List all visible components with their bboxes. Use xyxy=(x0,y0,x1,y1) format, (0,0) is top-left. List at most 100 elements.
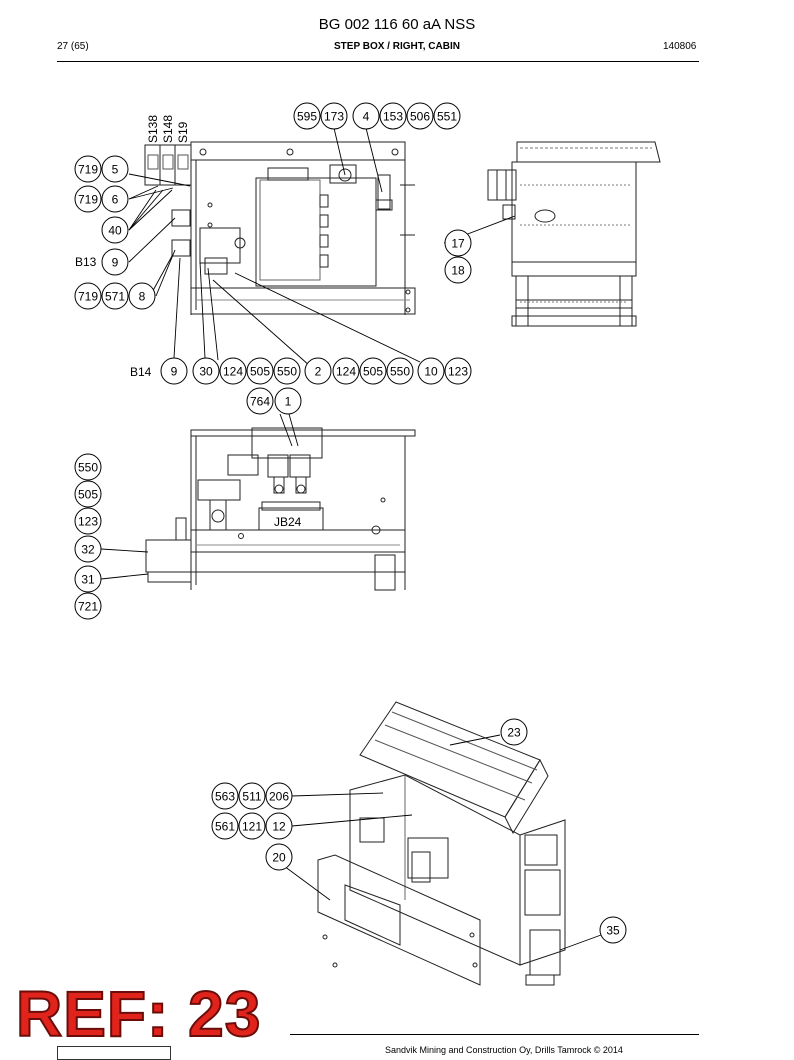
callout-balloon-30 xyxy=(192,357,220,385)
callout-balloon-550a xyxy=(273,357,301,385)
callout-balloon-206 xyxy=(265,782,293,810)
callout-number-9a: 9 xyxy=(112,256,119,270)
callout-number-719b: 719 xyxy=(78,193,98,207)
label-b13: B13 xyxy=(75,255,97,269)
callout-number-35: 35 xyxy=(606,924,620,938)
page-title: STEP BOX / RIGHT, CABIN xyxy=(334,41,460,52)
callout-number-30: 30 xyxy=(199,365,213,379)
callout-number-550c: 550 xyxy=(78,461,98,475)
callout-number-153: 153 xyxy=(383,110,403,124)
ref-overlay: REF: 23 xyxy=(15,978,262,1050)
callout-balloon-123a xyxy=(444,357,472,385)
callout-balloon-551 xyxy=(433,102,461,130)
callout-balloon-563 xyxy=(211,782,239,810)
callout-number-595: 595 xyxy=(297,110,317,124)
callout-number-551: 551 xyxy=(437,110,457,124)
callout-balloon-35 xyxy=(599,916,627,944)
callout-number-561: 561 xyxy=(215,820,235,834)
page-number: 27 (65) xyxy=(57,41,89,52)
callout-number-511: 511 xyxy=(242,790,261,804)
callout-number-12: 12 xyxy=(272,820,286,834)
side-view-drawing xyxy=(487,141,661,327)
callout-number-8: 8 xyxy=(139,290,146,304)
callout-balloon-505b xyxy=(359,357,387,385)
callout-balloon-511 xyxy=(238,782,266,810)
callout-number-206: 206 xyxy=(269,790,289,804)
callout-number-571: 571 xyxy=(105,290,125,304)
callout-balloon-5 xyxy=(101,155,129,183)
callout-balloon-153 xyxy=(379,102,407,130)
callout-number-17: 17 xyxy=(451,237,465,251)
callout-number-719c: 719 xyxy=(78,290,98,304)
callout-number-123b: 123 xyxy=(78,515,98,529)
callout-number-10: 10 xyxy=(424,365,438,379)
callout-number-5: 5 xyxy=(112,163,119,177)
document-id: BG 002 116 60 aA NSS xyxy=(318,16,476,33)
callout-number-123a: 123 xyxy=(448,365,468,379)
callout-number-505a: 505 xyxy=(250,365,270,379)
isometric-view-drawing xyxy=(317,701,566,986)
callout-number-6: 6 xyxy=(112,193,119,207)
callout-number-2: 2 xyxy=(315,365,322,379)
callout-balloon-505a xyxy=(246,357,274,385)
callout-balloon-9b xyxy=(160,357,188,385)
callout-balloon-121 xyxy=(238,812,266,840)
callout-balloon-719a xyxy=(74,155,102,183)
callout-balloon-18 xyxy=(444,256,472,284)
callout-balloon-124a xyxy=(219,357,247,385)
callout-balloon-20 xyxy=(265,843,293,871)
callout-balloon-719c xyxy=(74,282,102,310)
callout-balloon-173 xyxy=(320,102,348,130)
callout-number-506: 506 xyxy=(410,110,430,124)
header-divider xyxy=(57,61,699,62)
callout-balloon-505c xyxy=(74,480,102,508)
footer-divider xyxy=(290,1034,699,1035)
top-view-drawing xyxy=(145,427,416,591)
callout-balloon-32 xyxy=(74,535,102,563)
callout-balloon-10 xyxy=(417,357,445,385)
callout-balloon-12 xyxy=(265,812,293,840)
callout-balloon-8 xyxy=(128,282,156,310)
callout-balloon-764 xyxy=(246,387,274,415)
callout-number-721: 721 xyxy=(78,600,98,614)
callout-balloon-4 xyxy=(352,102,380,130)
callout-number-173: 173 xyxy=(324,110,344,124)
callout-number-31: 31 xyxy=(81,573,95,587)
callout-number-719a: 719 xyxy=(78,163,98,177)
callout-balloon-9a xyxy=(101,248,129,276)
callout-balloon-506 xyxy=(406,102,434,130)
callout-balloon-721 xyxy=(74,592,102,620)
label-s19: S19 xyxy=(176,121,190,143)
callout-number-563: 563 xyxy=(215,790,235,804)
callout-balloon-40 xyxy=(101,216,129,244)
callout-number-23: 23 xyxy=(507,726,521,740)
callout-number-32: 32 xyxy=(81,543,95,557)
callout-balloon-1 xyxy=(274,387,302,415)
callout-balloon-550c xyxy=(74,453,102,481)
label-jb24: JB24 xyxy=(274,515,302,529)
callout-number-40: 40 xyxy=(108,224,122,238)
callout-balloon-571 xyxy=(101,282,129,310)
callout-balloon-561 xyxy=(211,812,239,840)
callout-number-1: 1 xyxy=(285,395,292,409)
callout-number-550b: 550 xyxy=(390,365,410,379)
document-code: 140806 xyxy=(663,41,697,52)
callout-number-20: 20 xyxy=(272,851,286,865)
callout-number-550a: 550 xyxy=(277,365,297,379)
callout-number-121: 121 xyxy=(242,820,262,834)
callout-balloon-719b xyxy=(74,185,102,213)
callout-balloon-550b xyxy=(386,357,414,385)
callout-balloon-124b xyxy=(332,357,360,385)
callout-balloon-31 xyxy=(74,565,102,593)
callout-balloon-17 xyxy=(444,229,472,257)
label-b14: B14 xyxy=(130,365,152,379)
callout-number-505c: 505 xyxy=(78,488,98,502)
callout-number-124a: 124 xyxy=(223,365,243,379)
callout-number-4: 4 xyxy=(363,110,370,124)
callout-balloon-2 xyxy=(304,357,332,385)
callout-number-9b: 9 xyxy=(171,365,178,379)
callout-number-764: 764 xyxy=(250,395,270,409)
callout-balloon-6 xyxy=(101,185,129,213)
